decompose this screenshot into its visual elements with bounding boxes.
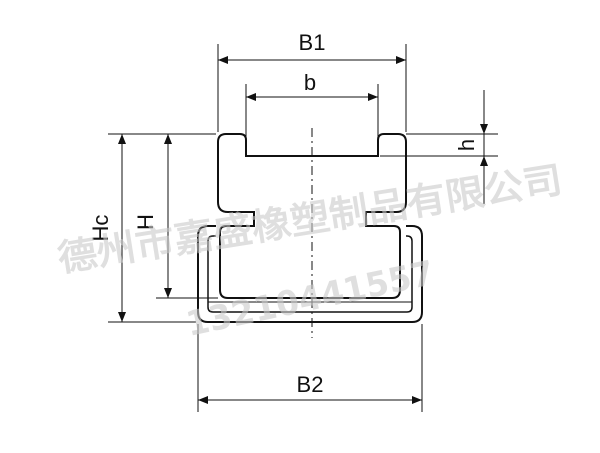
h-total-label: H	[133, 214, 158, 230]
b2-label: B2	[297, 372, 324, 397]
h-label: h	[454, 139, 479, 151]
inner-channel-profile	[207, 235, 413, 313]
watermark: 德州市嘉盛橡塑制品有限公司	[55, 158, 565, 280]
b-label: b	[304, 70, 316, 95]
outer-channel-profile	[197, 225, 423, 323]
hc-label: Hc	[88, 215, 113, 242]
watermark-company: 德州市嘉盛橡塑制品有限公司	[55, 158, 565, 280]
b1-label: B1	[299, 30, 326, 55]
